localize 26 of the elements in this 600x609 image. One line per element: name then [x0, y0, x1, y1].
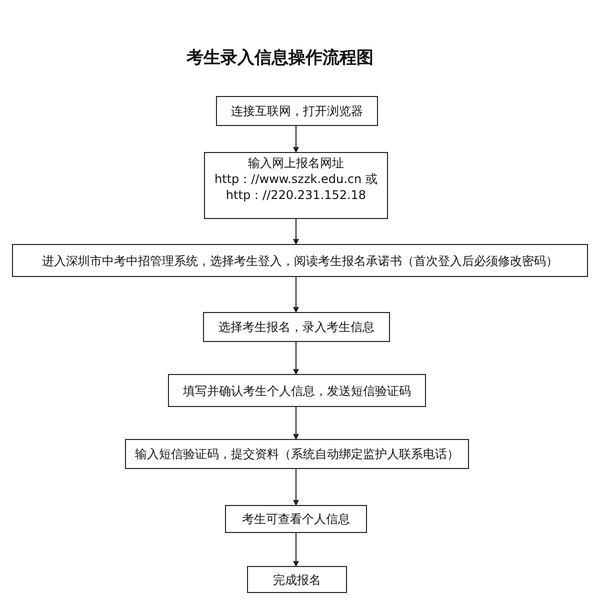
step-text: 连接互联网，打开浏览器	[231, 103, 363, 119]
process-box	[125, 439, 469, 469]
arrow	[293, 342, 299, 375]
step-text: 输入短信验证码，提交资料（系统自动绑定监护人联系电话）	[135, 446, 459, 462]
step-text: 输入网上报名网址	[248, 155, 344, 171]
process-box	[168, 374, 426, 407]
step-text: 填写并确认考生个人信息，发送短信验证码	[183, 382, 411, 398]
arrow	[293, 532, 299, 567]
process-box	[12, 244, 588, 277]
process-box	[204, 152, 388, 219]
arrow	[293, 126, 299, 153]
process-box	[225, 505, 367, 533]
process-box	[247, 566, 347, 593]
step-text: 选择考生报名，录入考生信息	[218, 319, 374, 335]
diagram-title: 考生录入信息操作流程图	[186, 47, 374, 69]
process-box	[203, 312, 390, 342]
step-text: 完成报名	[273, 572, 321, 588]
arrow	[293, 468, 299, 506]
process-box	[216, 96, 378, 126]
step-text: http：//www.szzk.edu.cn 或	[214, 171, 378, 187]
step-text: http：//220.231.152.18	[226, 187, 366, 203]
step-text: 进入深圳市中考中招管理系统，选择考生登入，阅读考生报名承诺书（首次登入后必须修改密码）	[42, 252, 558, 268]
arrow	[293, 218, 299, 245]
step-text: 考生可查看个人信息	[242, 511, 350, 527]
arrow	[293, 276, 299, 313]
arrow	[293, 406, 299, 440]
